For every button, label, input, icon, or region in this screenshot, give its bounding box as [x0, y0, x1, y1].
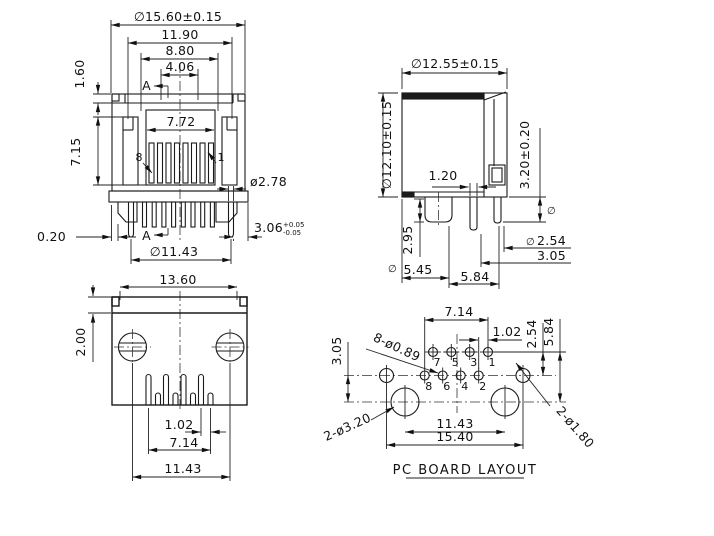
dim-bottom-pin-offset: 1.02 — [164, 417, 193, 432]
dim-front-housing-width: 11.90 — [161, 27, 198, 42]
dim-pcb-pin-offset: 1.02 — [492, 324, 521, 339]
bottom-view-pins — [145, 373, 214, 405]
dim-front-tail-tol-upper: +0.05 — [283, 221, 304, 229]
pcb-pin-7: 7 — [434, 356, 441, 369]
side-view: ∅12.55±0.15 ∅12.10±0.15 3.20±0.20 1.20 2… — [378, 56, 571, 289]
dim-pcb-row-pitch: 2.54 — [524, 319, 539, 348]
dim-front-overall-width: ∅15.60±0.15 — [134, 9, 222, 24]
section-marker-bottom: A — [142, 228, 151, 243]
pcb-pin-2: 2 — [479, 380, 486, 393]
dim-side-3-05: 3.05 — [537, 248, 566, 263]
dim-front-shield-gap: 0.20 — [37, 229, 66, 244]
pin-label-8: 8 — [136, 151, 143, 164]
dim-side-width: ∅12.55±0.15 — [411, 56, 499, 71]
dim-side-pin-width: 1.20 — [428, 168, 457, 183]
dim-side-5-84: 5.84 — [460, 269, 489, 284]
pcb-pin-3: 3 — [470, 356, 477, 369]
dim-front-lip-height: 1.60 — [72, 59, 87, 88]
dim-front-port-width: 7.72 — [166, 114, 195, 129]
dim-front-opening-width: 8.80 — [165, 43, 194, 58]
dim-side-2-54: 2.54 — [537, 233, 566, 248]
front-shield-legs — [141, 201, 215, 228]
dim-bottom-lip: 2.00 — [73, 327, 88, 356]
pcb-pin-8: 8 — [425, 380, 432, 393]
spc-symbol-3: ∅ — [547, 206, 556, 217]
dim-pcb-pin-span: 7.14 — [444, 304, 473, 319]
bottom-view: 13.60 2.00 1.02 7.14 11.43 — [73, 272, 249, 481]
dim-pcb-post-holes: 2-ø3.20 — [321, 410, 373, 444]
dim-side-5-45: 5.45 — [403, 262, 432, 277]
spc-symbol-1: ∅ — [388, 264, 397, 275]
dim-side-pcb-thickness: 3.20±0.20 — [517, 121, 532, 190]
dim-side-height: ∅12.10±0.15 — [379, 101, 394, 189]
pin-label-1: 1 — [218, 151, 225, 164]
front-view: ∅15.60±0.15 11.90 8.80 4.06 A A 7.72 8 1… — [37, 9, 304, 264]
dim-pcb-post-span: 11.43 — [436, 416, 473, 431]
pcb-pin-5: 5 — [452, 356, 459, 369]
section-marker-top: A — [142, 78, 151, 93]
dim-front-tail-tol-lower: -0.05 — [283, 229, 301, 237]
spc-symbol-2: ∅ — [526, 237, 535, 248]
dim-front-key-width: 4.06 — [165, 59, 194, 74]
dim-bottom-width: 13.60 — [159, 272, 196, 287]
pcb-layout-view: 7 5 3 1 8 6 4 2 7.14 1.02 2.54 5.84 3.05… — [321, 304, 597, 479]
dim-side-peg-length: 2.95 — [400, 225, 415, 254]
dim-bottom-pin-span: 7.14 — [169, 435, 198, 450]
dim-front-tail-length: 3.06 — [254, 220, 283, 235]
pcb-pin-4: 4 — [461, 380, 468, 393]
dim-pcb-row-to-post: 5.84 — [541, 317, 556, 346]
dim-pcb-side-holes: 2-ø1.80 — [553, 403, 597, 451]
dim-front-port-height: 7.15 — [68, 137, 83, 166]
dim-front-peg-dia: ø2.78 — [250, 174, 287, 189]
dim-bottom-post-span: 11.43 — [164, 461, 201, 476]
dim-pcb-hole-offset: 3.05 — [329, 336, 344, 365]
pcb-layout-title: PC BOARD LAYOUT — [393, 463, 538, 478]
pcb-pin-6: 6 — [443, 380, 450, 393]
dim-pcb-overall-span: 15.40 — [436, 429, 473, 444]
pcb-pin-1: 1 — [489, 356, 496, 369]
dim-front-leg-span: ∅11.43 — [150, 244, 198, 259]
front-contact-pins — [148, 142, 215, 184]
